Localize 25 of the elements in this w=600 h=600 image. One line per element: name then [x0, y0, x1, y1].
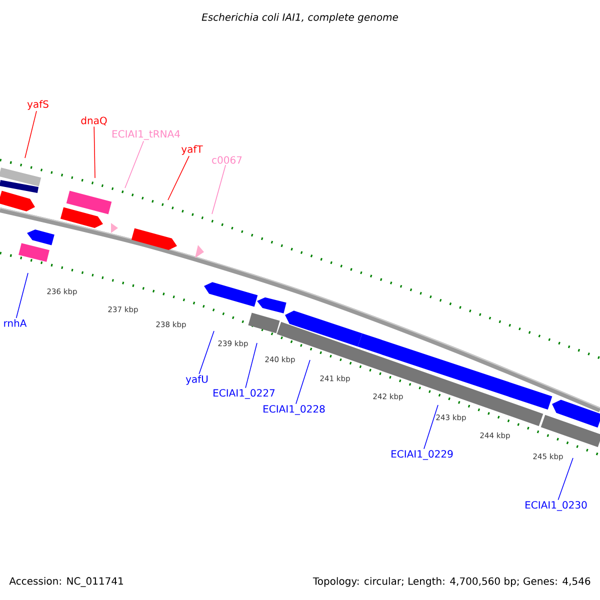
gene-label: ECIAI1_0227 — [214, 389, 275, 399]
gene-label: yafS — [27, 100, 48, 110]
leader-line — [124, 140, 144, 188]
gene-label: yafU — [186, 375, 208, 385]
leader-line — [245, 342, 258, 388]
leader-line — [198, 330, 214, 374]
leader-line — [558, 458, 574, 500]
leader-line — [424, 404, 438, 450]
gene-label: ECIAI1_tRNA4 — [112, 130, 180, 140]
gene-label: c0067 — [212, 156, 242, 164]
accession-text: Accession: NC_011741 — [9, 577, 123, 587]
gene-label: rnhA — [4, 319, 27, 327]
leader-line — [16, 272, 28, 318]
genome-info-text: Topology: circular; Length: 4,700,560 bp; Genes: 4,546 — [312, 577, 590, 587]
leader-line — [94, 126, 96, 178]
title: Escherichia coli IAI1, complete genome — [202, 13, 398, 23]
leader-line — [212, 164, 226, 214]
gene-label: ECIAI1_0229 — [392, 450, 453, 460]
gene-label: ECIAI1_0230 — [526, 501, 587, 511]
leader-line — [24, 110, 37, 158]
leader-line — [168, 156, 190, 200]
gene-label: dnaQ — [81, 116, 107, 126]
gene-label: ECIAI1_0228 — [264, 405, 325, 415]
gene-label: yafT — [181, 145, 203, 155]
leader-line — [296, 360, 310, 404]
